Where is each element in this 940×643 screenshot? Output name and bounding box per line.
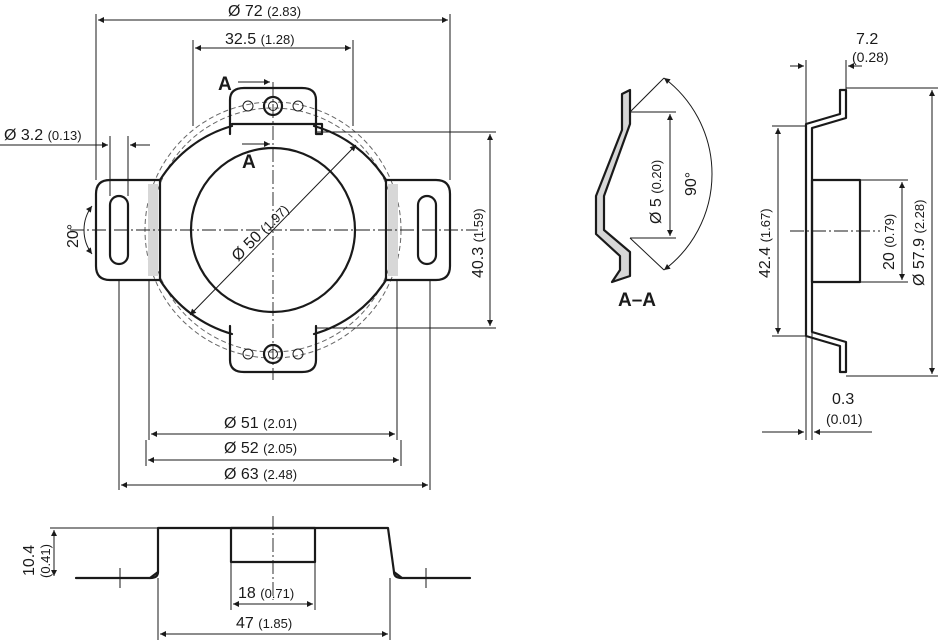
dim-dia-57-9: Ø 57.9 (2.28) (911, 200, 928, 286)
dim-thickness-0-3-in: (0.01) (826, 411, 863, 427)
section-profile (594, 88, 632, 284)
section-title: A–A (618, 290, 656, 311)
dim-width-7-2: 7.2 (856, 31, 878, 48)
dim-width-32-5: 32.5 (1.28) (225, 31, 295, 48)
dim-height-10-4-in: (0.41) (38, 544, 53, 578)
dim-height-40-3: 40.3 (1.59) (470, 208, 487, 278)
side-view: 7.2 (0.28) 42.4 (1.67) 20 (0.79) Ø 57.9 … (757, 31, 938, 440)
dim-dia-51: Ø 51 (2.01) (224, 415, 297, 432)
dim-thickness-0-3: 0.3 (832, 391, 854, 408)
bottom-view: 10.4 (0.41) 18 (0.71) 47 (1.85) (21, 516, 472, 640)
dim-width-18: 18 (0.71) (238, 585, 294, 602)
dim-dia-3-2: Ø 3.2 (0.13) (4, 127, 82, 144)
dim-height-20: 20 (0.79) (881, 214, 898, 270)
dim-height-42-4: 42.4 (1.67) (757, 208, 774, 278)
dim-angle-90: 90° (683, 172, 700, 196)
dim-dia-72: Ø 72 (2.83) (228, 3, 301, 20)
section-mark-top: A (218, 74, 232, 95)
section-view: Ø 5 (0.20) 90° A–A (594, 77, 713, 311)
dim-angle-20: 20° (65, 224, 82, 248)
dim-dia-50: Ø 50 (1.97) (229, 201, 293, 265)
dim-dia-5: Ø 5 (0.20) (648, 160, 665, 224)
dim-width-47: 47 (1.85) (236, 615, 292, 632)
dim-height-10-4: 10.4 (21, 545, 38, 576)
section-mark-bottom: A (242, 152, 256, 173)
dim-dia-63: Ø 63 (2.48) (224, 466, 297, 483)
front-view: A A Ø 72 (2.83) 32.5 (1.28) Ø 3.2 (0.13)… (0, 3, 496, 490)
dim-dia-52: Ø 52 (2.05) (224, 440, 297, 457)
dim-width-7-2-in: (0.28) (852, 49, 889, 65)
top-lug (228, 86, 324, 136)
